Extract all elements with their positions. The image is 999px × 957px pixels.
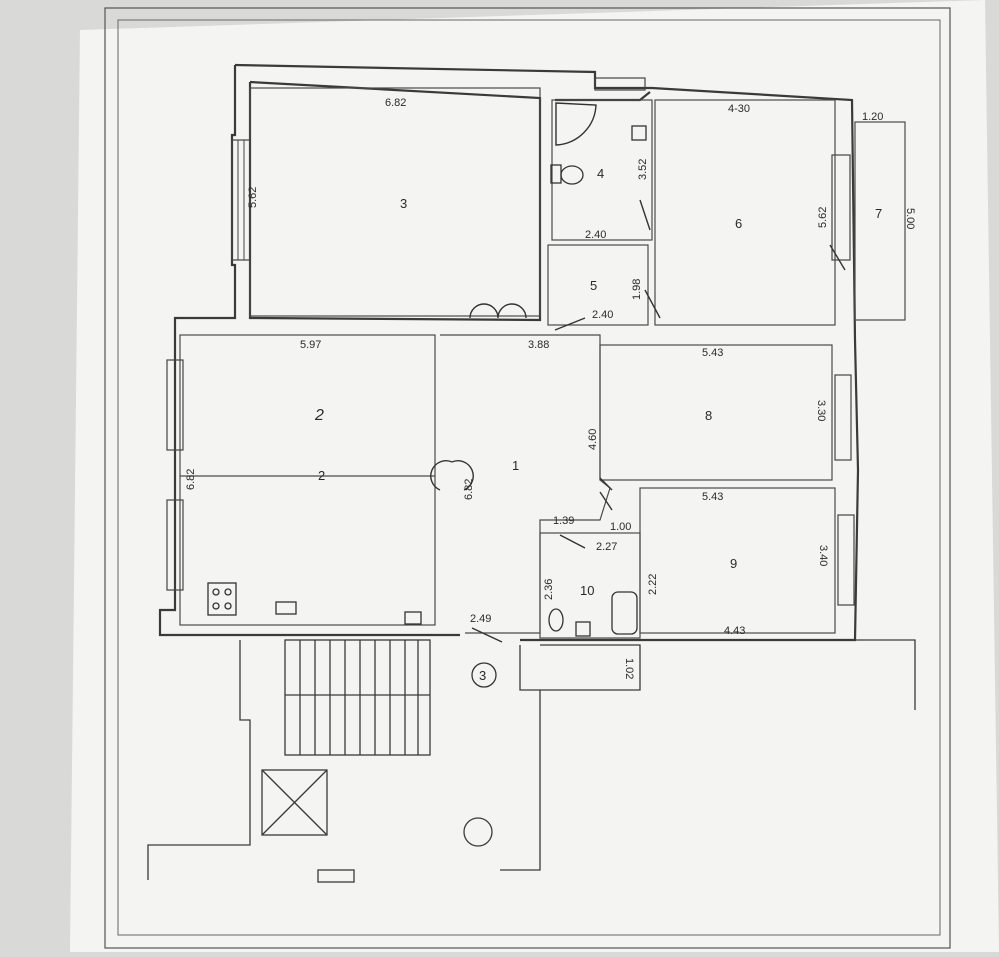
dimension-label: 1.98 [631, 279, 643, 300]
room-label: 9 [730, 556, 737, 571]
fixtures [207, 125, 647, 637]
entrance-marker-circle [471, 662, 497, 688]
dimension-label: 4.60 [587, 429, 599, 450]
dimension-label: 3.52 [637, 159, 649, 180]
frame-inner [117, 19, 941, 936]
dimension-label: 4-30 [728, 103, 750, 115]
room-label: 10 [580, 583, 594, 598]
dimension-label: 1.00 [610, 521, 631, 533]
dimension-label: 4.43 [724, 625, 745, 637]
entrance-marker-label: 3 [479, 668, 486, 683]
room-7-outline [854, 121, 906, 321]
room-4-outline [551, 99, 653, 241]
doors [430, 102, 846, 643]
room-label: 4 [597, 166, 604, 181]
dimension-label: 3.30 [815, 400, 827, 421]
room-label: 6 [735, 216, 742, 231]
windows [166, 77, 855, 606]
frame-outer [104, 7, 951, 949]
room-1-outline [440, 334, 611, 634]
dimension-label: 1.02 [623, 658, 635, 679]
dimension-label: 5.00 [904, 208, 916, 229]
dimension-label: 2.40 [592, 309, 613, 321]
dimension-label: 1.20 [862, 111, 883, 123]
dimension-label: 3.88 [528, 339, 549, 351]
room-label: 5 [590, 278, 597, 293]
paper [70, 0, 999, 952]
dimension-label: 5.62 [817, 207, 829, 228]
room-label: 2 [318, 468, 325, 483]
dimension-label: 2.36 [543, 579, 555, 600]
dimension-label: 1.39 [553, 515, 574, 527]
dimension-label: 2.22 [647, 574, 659, 595]
dimension-label: 5.43 [702, 491, 723, 503]
dimension-label: 2.49 [470, 613, 491, 625]
dimension-label: 5.97 [300, 339, 321, 351]
dimension-label: 2.40 [585, 229, 606, 241]
dimension-label: 2.27 [596, 541, 617, 553]
room-5-outline [547, 244, 649, 326]
dimension-label: 5.43 [702, 347, 723, 359]
dimension-label: 6.82 [185, 469, 197, 490]
dimension-label: 6.82 [463, 479, 475, 500]
handwritten-note: 2 [314, 407, 324, 424]
room-label: 3 [400, 196, 407, 211]
dimension-label: 5.62 [247, 187, 259, 208]
stairwell [147, 639, 916, 883]
room-2-outline [179, 334, 436, 626]
room-label: 7 [875, 206, 882, 221]
room-label: 1 [512, 458, 519, 473]
room-label: 8 [705, 408, 712, 423]
dimension-label: 3.40 [817, 545, 829, 566]
room-6-outline [654, 99, 836, 326]
dimension-label: 6.82 [385, 97, 406, 109]
